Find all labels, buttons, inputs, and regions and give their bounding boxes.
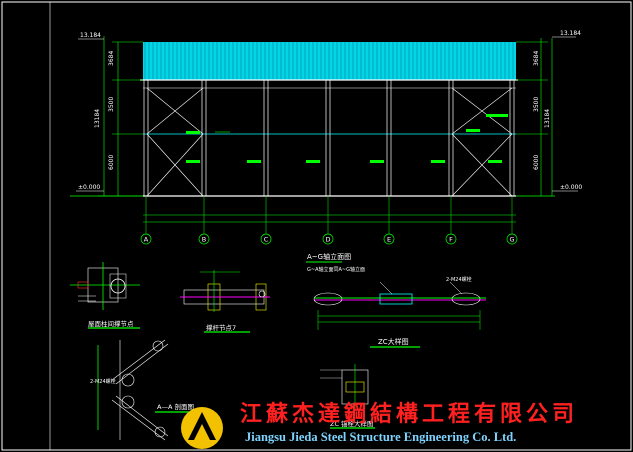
left-dim-1: 3684 [108, 51, 115, 66]
axis-label: B [202, 236, 206, 244]
axis-label: G [509, 236, 514, 244]
anchor-detail [320, 364, 375, 429]
right-dimension-chain [516, 38, 553, 196]
section-aa [97, 339, 200, 441]
company-name-en: Jiangsu Jieda Steel Structure Engineerin… [245, 430, 516, 444]
left-dim-total: 13184 [94, 109, 101, 128]
columns [143, 79, 515, 234]
detail-right-note: G~A轴立面同A~G轴立面 [307, 266, 365, 273]
brace-title: ZC大样图 [378, 337, 409, 346]
section-bolt-label: 2-M24螺栓 [90, 378, 116, 385]
section-title: A—A 剖面图 [157, 402, 194, 411]
anchor-title: ZC 锚栓大样图 [330, 419, 374, 428]
roof-ribs [144, 42, 514, 80]
axis-label: C [264, 236, 269, 244]
brace-detail [313, 281, 486, 348]
axis-label: E [387, 236, 391, 244]
left-dim-3: 6000 [108, 155, 115, 170]
axis-bubble [383, 233, 395, 245]
elevation-view: 13.184 ±0.000 3684 3500 6000 13184 13.18… [70, 30, 582, 245]
detail-mid-title: 撑杆节点7 [206, 323, 236, 332]
level-zero-right-label: ±0.000 [560, 184, 582, 191]
column [201, 79, 207, 197]
cross-brace-right-bay [451, 87, 513, 197]
bottom-dimension-lines [143, 214, 516, 223]
right-dim-3: 6000 [533, 155, 540, 170]
company-logo [181, 407, 223, 449]
axis-bubble [260, 233, 272, 245]
axis-label: F [449, 236, 453, 244]
company-name-cn: 江蘇杰達鋼結構工程有限公司 [240, 401, 578, 427]
detail-left-title: 屋面柱间撑节点 [88, 319, 134, 328]
axis-bubbles: A B C D E F G [140, 233, 518, 245]
right-dim-2: 3500 [533, 97, 540, 112]
column [143, 79, 149, 197]
axis-label: D [325, 236, 330, 244]
column [263, 79, 269, 197]
axis-bubble [445, 233, 457, 245]
roof-panel-hatch [143, 42, 516, 80]
column [448, 79, 454, 197]
right-dim-total: 13184 [544, 109, 551, 128]
member-tags [186, 114, 508, 163]
level-zero-left-label: ±0.000 [78, 184, 100, 191]
level-top-label: 13.184 [80, 32, 101, 39]
column [509, 79, 515, 197]
level-top-right-label: 13.184 [560, 30, 581, 37]
detail-left [70, 262, 140, 329]
detail-right-title: A~G轴立面图 [307, 252, 351, 261]
column [386, 79, 392, 197]
axis-bubble [198, 233, 210, 245]
left-dim-2: 3500 [108, 97, 115, 112]
axis-label: A [144, 236, 149, 244]
right-dim-1: 3684 [533, 51, 540, 66]
left-dimension-chain [98, 36, 143, 197]
brace-bolt-label: 2-M24螺栓 [446, 276, 472, 283]
detail-mid [180, 270, 270, 333]
column [325, 79, 331, 197]
axis-bubble [322, 233, 334, 245]
cross-brace-left-bay [146, 87, 204, 197]
axis-bubble [506, 233, 518, 245]
axis-bubble [140, 233, 152, 245]
